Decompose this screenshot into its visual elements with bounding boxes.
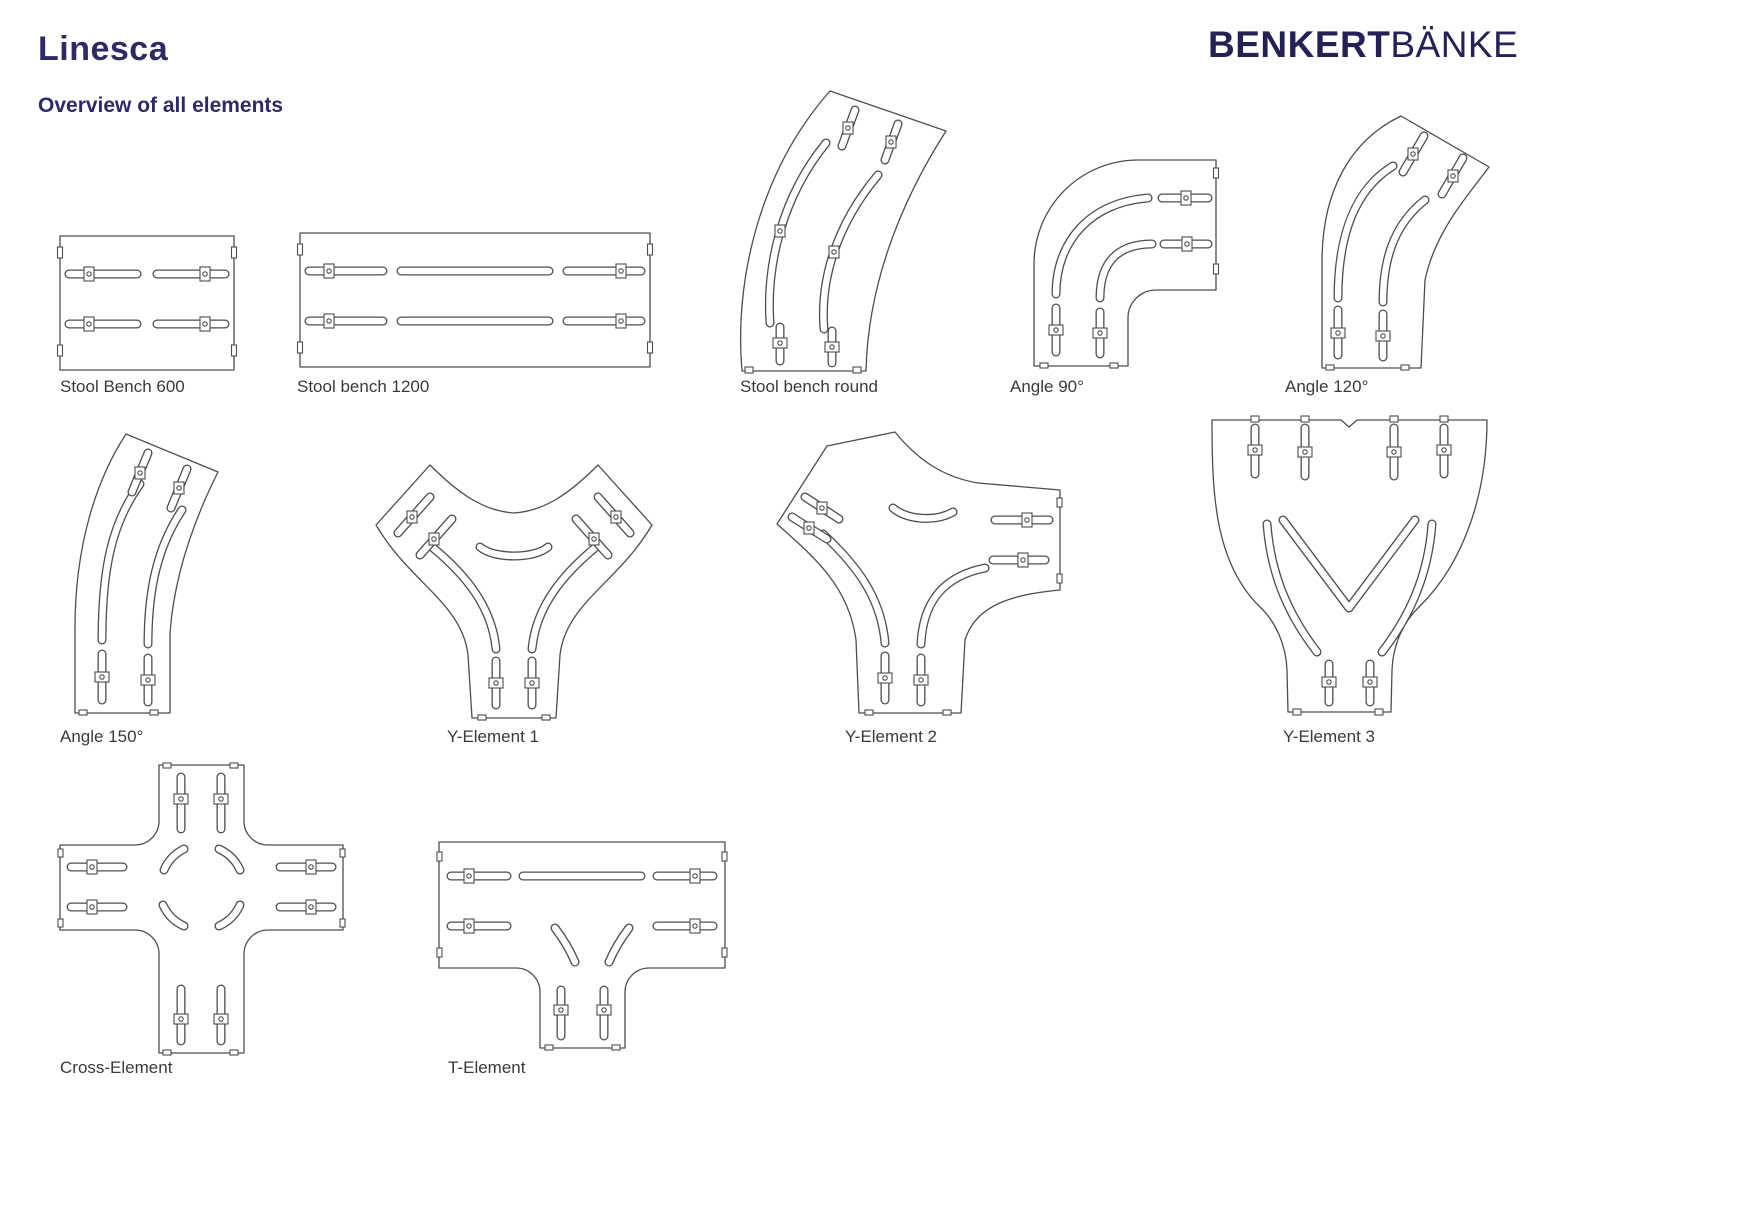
element-y-element-1: Y-Element 1	[368, 455, 660, 746]
brand-logo-light: BÄNKE	[1390, 24, 1519, 65]
element-label: Y-Element 1	[447, 727, 539, 746]
element-angle-120: Angle 120°	[1283, 112, 1492, 396]
drawing-t-element	[436, 841, 728, 1051]
element-label: Angle 90°	[1010, 377, 1084, 396]
element-stool-bench-600: Stool Bench 600	[56, 233, 238, 396]
drawing-angle-150	[74, 433, 219, 716]
drawing-cross-element	[57, 762, 346, 1056]
drawing-y-element-1	[375, 464, 653, 721]
element-label: Y-Element 2	[845, 727, 937, 746]
element-stool-bench-1200: Stool bench 1200	[296, 230, 654, 396]
element-y-element-3: Y-Element 3	[1207, 412, 1492, 746]
drawing-stool-bench-1200	[296, 232, 654, 368]
element-angle-150: Angle 150°	[60, 428, 255, 746]
element-label: T-Element	[448, 1058, 526, 1077]
element-label: Cross-Element	[60, 1058, 173, 1077]
element-label: Angle 150°	[60, 727, 144, 746]
page-subtitle: Overview of all elements	[38, 94, 284, 117]
element-label: Stool bench round	[740, 377, 878, 396]
element-angle-90: Angle 90°	[1010, 152, 1220, 396]
drawing-stool-bench-600	[56, 235, 238, 371]
page-title: Linesca	[38, 30, 169, 68]
element-label: Y-Element 3	[1283, 727, 1375, 746]
element-t-element: T-Element	[436, 840, 728, 1077]
drawing-angle-120	[1321, 115, 1490, 371]
brand-logo-bold: BENKERT	[1208, 24, 1391, 65]
drawing-y-element-3	[1211, 415, 1488, 716]
drawing-angle-90	[1033, 159, 1220, 369]
element-cross-element: Cross-Element	[57, 762, 346, 1077]
brand-logo: BENKERTBÄNKE	[1208, 24, 1518, 66]
element-label: Stool Bench 600	[60, 377, 185, 396]
element-label: Angle 120°	[1285, 377, 1369, 396]
drawing-stool-bench-round	[739, 90, 947, 374]
element-label: Stool bench 1200	[297, 377, 430, 396]
element-y-element-2: Y-Element 2	[773, 428, 1067, 746]
drawing-y-element-2	[776, 431, 1063, 716]
element-stool-bench-round: Stool bench round	[728, 85, 948, 396]
